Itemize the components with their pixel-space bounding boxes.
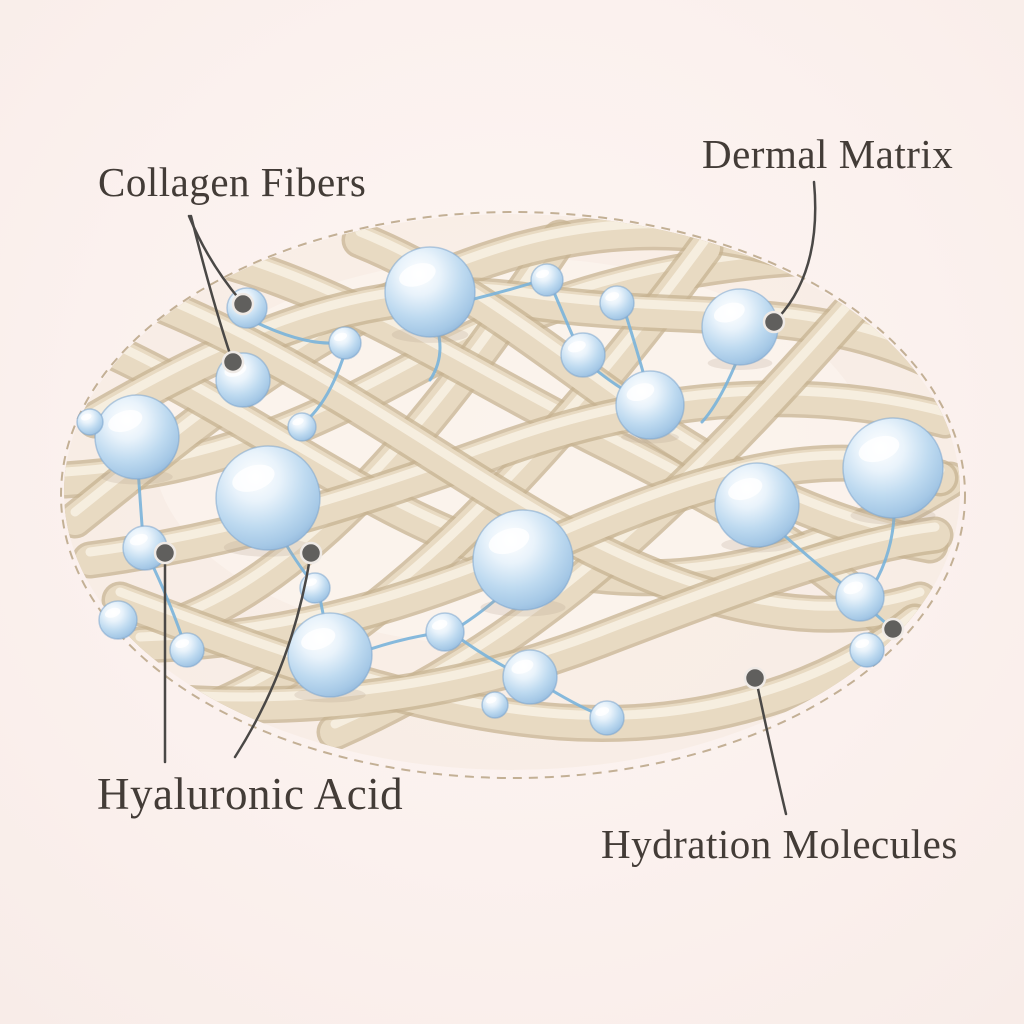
hydration-molecules-label: Hydration Molecules — [601, 821, 958, 867]
hydration-molecule-spheres — [76, 246, 944, 736]
marker-dots — [153, 292, 905, 690]
leader-lines — [163, 180, 817, 816]
hyaluronic-acid-label: Hyaluronic Acid — [97, 769, 404, 819]
collagen-fibers-label: Collagen Fibers — [98, 159, 367, 205]
boundary-dashed-ellipse — [60, 211, 966, 779]
dermal-matrix-label: Dermal Matrix — [702, 131, 954, 177]
